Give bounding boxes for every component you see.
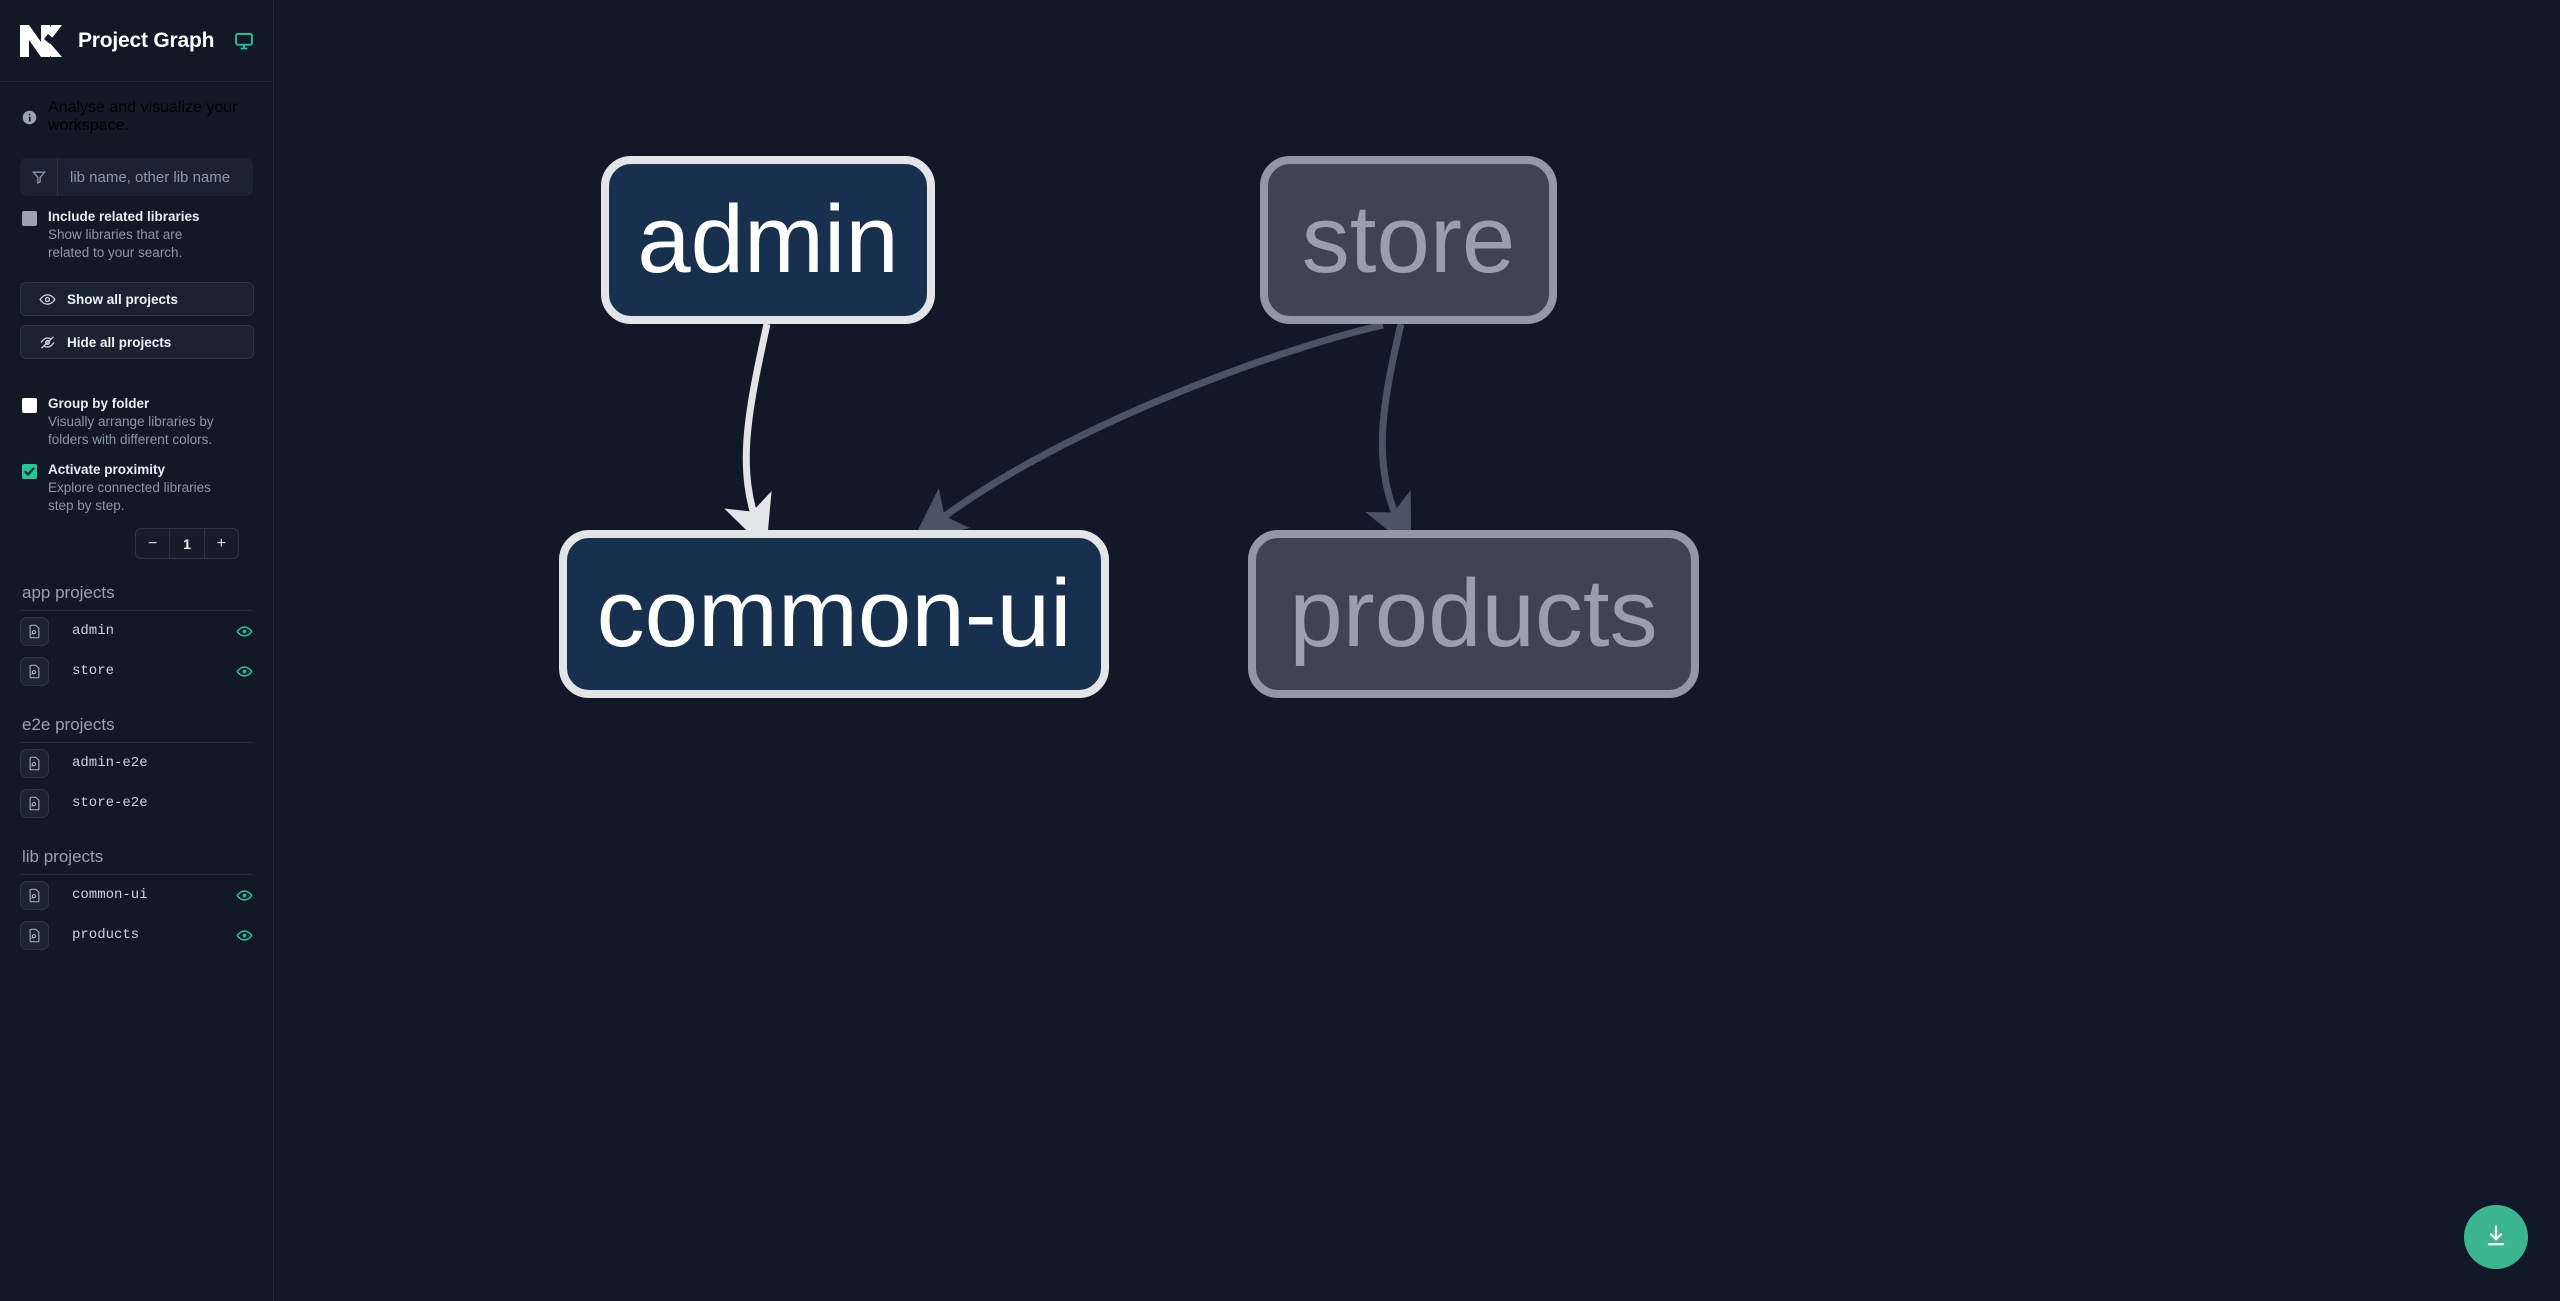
project-visibility-eye-icon[interactable] [236, 663, 253, 680]
graph-node-admin[interactable]: admin [601, 156, 935, 324]
group-by-folder-description: Visually arrange libraries by folders wi… [48, 414, 214, 447]
proximity-stepper[interactable]: − 1 + [135, 528, 239, 559]
proximity-increment-button[interactable]: + [205, 529, 238, 558]
project-name: store-e2e [72, 795, 148, 811]
show-all-projects-button[interactable]: Show all projects [20, 282, 254, 316]
download-graph-button[interactable] [2464, 1205, 2528, 1269]
group-title: lib projects [22, 847, 104, 866]
activate-proximity-description: Explore connected libraries step by step… [48, 480, 211, 513]
info-circle-icon [22, 110, 37, 125]
activate-proximity-label: Activate proximity [48, 462, 166, 477]
group-by-folder-checkbox[interactable] [22, 398, 37, 413]
info-banner: Analyse and visualize your workspace. [0, 82, 273, 150]
project-name: common-ui [72, 887, 148, 903]
option-group-by-folder[interactable]: Group by folder Visually arrange librari… [0, 383, 273, 449]
edge-store-to-products [1365, 323, 1412, 549]
eye-off-icon [39, 334, 56, 351]
group-title: e2e projects [22, 715, 115, 734]
graph-node-label: common-ui [596, 560, 1072, 667]
project-visibility-eye-icon[interactable] [236, 927, 253, 944]
graph-node-label: admin [637, 186, 899, 293]
sidebar: Project Graph Analyse and visualize your… [0, 0, 274, 1301]
graph-node-products[interactable]: products [1248, 530, 1699, 698]
graph-canvas[interactable]: admin store common-ui products [274, 0, 2560, 1301]
graph-node-label: products [1289, 560, 1658, 667]
include-related-label: Include related libraries [48, 209, 200, 224]
graph-node-label: store [1301, 186, 1516, 293]
project-file-icon [20, 748, 49, 778]
monitor-icon[interactable] [234, 31, 254, 51]
project-name: products [72, 927, 140, 943]
project-name: admin [72, 623, 115, 639]
project-row-products[interactable]: products [20, 915, 253, 955]
page-title: Project Graph [78, 28, 215, 52]
filter-funnel-icon [20, 158, 58, 196]
project-row-store-e2e[interactable]: store-e2e [20, 783, 253, 823]
project-row-admin[interactable]: admin [20, 611, 253, 651]
project-row-store[interactable]: store [20, 651, 253, 691]
group-header-app-projects: app projects [20, 583, 253, 611]
nx-logo-icon [18, 21, 64, 61]
sidebar-header: Project Graph [0, 0, 273, 82]
option-activate-proximity[interactable]: Activate proximity Explore connected lib… [0, 449, 273, 515]
group-by-folder-label: Group by folder [48, 396, 150, 411]
project-file-icon [20, 788, 49, 818]
project-file-icon [20, 880, 49, 910]
project-row-common-ui[interactable]: common-ui [20, 875, 253, 915]
project-file-icon [20, 616, 49, 646]
graph-node-common-ui[interactable]: common-ui [559, 530, 1109, 698]
group-header-lib-projects: lib projects [20, 847, 253, 875]
info-text: Analyse and visualize your workspace. [48, 99, 238, 134]
group-title: app projects [22, 583, 115, 602]
proximity-value: 1 [169, 529, 205, 558]
project-visibility-eye-icon[interactable] [236, 623, 253, 640]
search-input[interactable] [58, 158, 253, 196]
edge-store-to-common-ui [912, 321, 1384, 541]
project-name: admin-e2e [72, 755, 148, 771]
show-all-projects-label: Show all projects [67, 291, 179, 307]
eye-icon [39, 291, 56, 308]
search-box[interactable] [20, 158, 253, 196]
hide-all-projects-button[interactable]: Hide all projects [20, 325, 254, 359]
project-row-admin-e2e[interactable]: admin-e2e [20, 743, 253, 783]
project-file-icon [20, 656, 49, 686]
option-include-related[interactable]: Include related libraries Show libraries… [0, 196, 273, 262]
proximity-decrement-button[interactable]: − [136, 529, 169, 558]
download-icon [2483, 1223, 2509, 1252]
include-related-checkbox[interactable] [22, 211, 37, 226]
graph-node-store[interactable]: store [1260, 156, 1557, 324]
project-visibility-eye-icon[interactable] [236, 887, 253, 904]
include-related-description: Show libraries that are related to your … [48, 227, 183, 260]
graph-edges [724, 321, 1412, 550]
project-name: store [72, 663, 115, 679]
group-header-e2e-projects: e2e projects [20, 715, 253, 743]
project-file-icon [20, 920, 49, 950]
check-icon [22, 464, 37, 479]
activate-proximity-checkbox[interactable] [22, 464, 37, 479]
hide-all-projects-label: Hide all projects [67, 334, 172, 350]
edge-admin-to-common-ui [724, 323, 772, 550]
